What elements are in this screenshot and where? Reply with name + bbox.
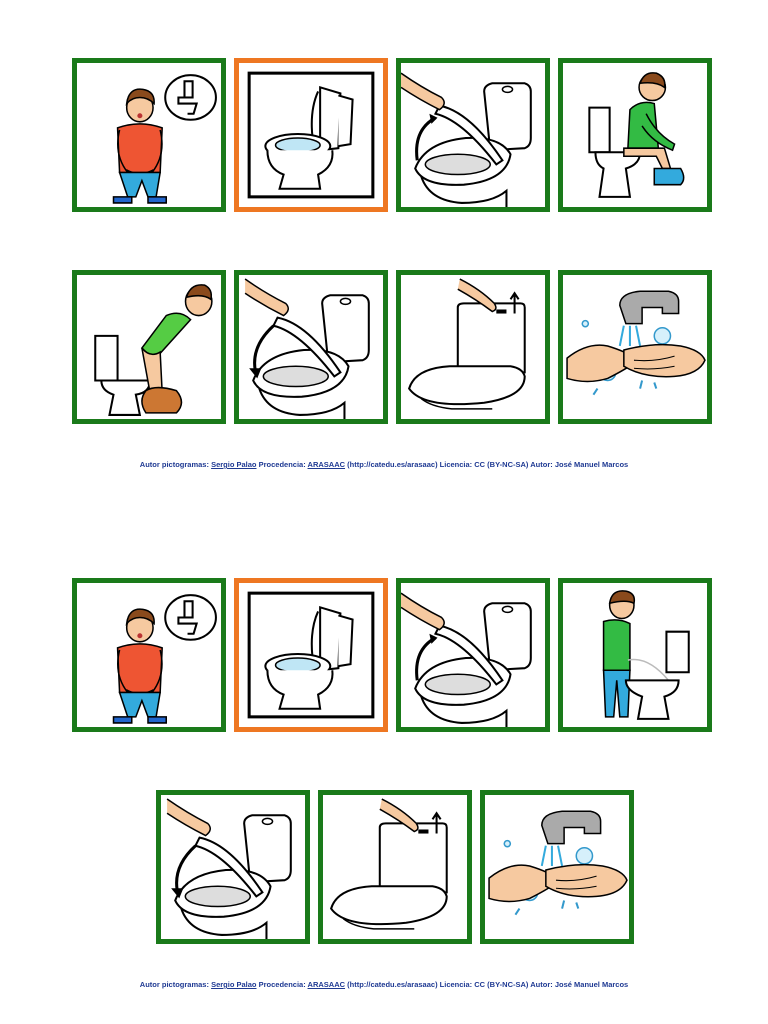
credit-label-source: Procedencia: <box>258 980 306 989</box>
pictogram-card <box>156 790 310 944</box>
toilet-icon <box>239 583 383 727</box>
lift-toilet-lid-icon <box>401 583 545 727</box>
wash-hands-icon <box>485 795 629 939</box>
pictogram-card <box>396 578 550 732</box>
pictogram-card <box>396 58 550 212</box>
pictogram-card <box>480 790 634 944</box>
boy-needs-toilet-icon <box>77 63 221 207</box>
credit-author-picto-link[interactable]: Sergio Palao <box>211 460 257 469</box>
credit-license: Licencia: CC (BY-NC-SA) <box>439 980 529 989</box>
credit-label-author-picto: Autor pictogramas: <box>139 980 209 989</box>
pictogram-card <box>72 58 226 212</box>
close-toilet-lid-icon <box>239 275 383 419</box>
pictogram-card <box>558 578 712 732</box>
pictogram-card <box>318 790 472 944</box>
credit-label-source: Procedencia: <box>258 460 306 469</box>
credit-label-author-picto: Autor pictogramas: <box>139 460 209 469</box>
credit-line: Autor pictogramas: Sergio Palao Proceden… <box>0 980 768 989</box>
credit-label-author: Autor: <box>530 980 553 989</box>
close-toilet-lid-icon <box>161 795 305 939</box>
flush-toilet-icon <box>323 795 467 939</box>
wash-hands-icon <box>563 275 707 419</box>
pictogram-card <box>396 270 550 424</box>
credit-author: José Manuel Marcos <box>554 460 629 469</box>
credit-author: José Manuel Marcos <box>554 980 629 989</box>
boy-standing-urinating-icon <box>563 583 707 727</box>
boy-lowering-pants-icon <box>77 275 221 419</box>
boy-needs-toilet-icon <box>77 583 221 727</box>
credit-license: Licencia: CC (BY-NC-SA) <box>439 460 529 469</box>
credit-author-picto-link[interactable]: Sergio Palao <box>211 980 257 989</box>
pictogram-card <box>558 270 712 424</box>
pictogram-card-highlighted <box>234 578 388 732</box>
pictogram-card <box>234 270 388 424</box>
pictogram-card <box>72 578 226 732</box>
flush-toilet-icon <box>401 275 545 419</box>
credit-line: Autor pictogramas: Sergio Palao Proceden… <box>0 460 768 469</box>
boy-sitting-on-toilet-icon <box>563 63 707 207</box>
pictogram-card <box>558 58 712 212</box>
pictogram-card-highlighted <box>234 58 388 212</box>
lift-toilet-lid-icon <box>401 63 545 207</box>
credit-label-author: Autor: <box>530 460 553 469</box>
pictogram-card <box>72 270 226 424</box>
toilet-icon <box>239 63 383 207</box>
credit-source-url: (http://catedu.es/arasaac) <box>347 460 438 469</box>
credit-source-url: (http://catedu.es/arasaac) <box>347 980 438 989</box>
credit-source-link[interactable]: ARASAAC <box>307 980 346 989</box>
credit-source-link[interactable]: ARASAAC <box>307 460 346 469</box>
